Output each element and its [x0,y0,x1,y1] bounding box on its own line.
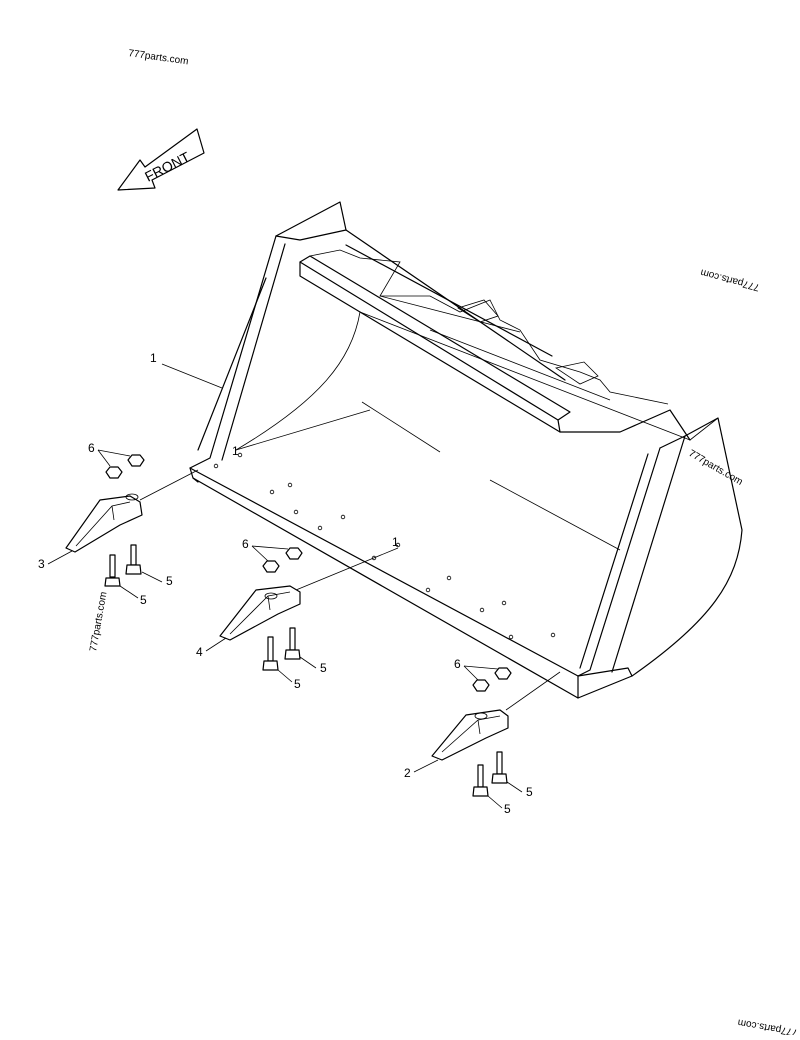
bucket-assembly [189,201,743,699]
watermark-top-left: 777parts.com [128,48,190,67]
watermark-right-upside-down: 777parts.com [699,266,760,292]
callout-4: 4 [196,645,203,659]
callout-5-right-a: 5 [526,785,533,799]
callout-bucket: 1 1 1 [150,351,399,549]
callout-3: 3 [38,557,45,571]
watermark-left-vertical: 777parts.com [88,591,109,653]
callout-6-right: 6 [454,657,461,671]
callout-5-left-a: 5 [166,574,173,588]
watermark-right-bracket: 777parts.com [687,448,745,488]
callout-5-center-b: 5 [294,677,301,691]
tooth-group-right: 2 6 5 5 [404,657,561,816]
callout-6-center: 6 [242,537,249,551]
tooth-group-center: 4 6 5 5 [196,537,399,691]
callout-5-left-b: 5 [140,593,147,607]
watermark-bottom-right: 777parts.com [737,1017,799,1035]
front-arrow-icon: FRONT [117,128,205,191]
callout-1: 1 [150,351,157,365]
callout-1-left-edge: 1 [232,444,239,458]
front-label: FRONT [142,148,193,184]
tooth-group-left: 3 6 5 5 [38,441,199,607]
callout-5-right-b: 5 [504,802,511,816]
callout-5-center-a: 5 [320,661,327,675]
callout-2: 2 [404,766,411,780]
callout-1-center-edge: 1 [392,535,399,549]
callout-6-left: 6 [88,441,95,455]
cutting-edge-holes [213,452,556,640]
